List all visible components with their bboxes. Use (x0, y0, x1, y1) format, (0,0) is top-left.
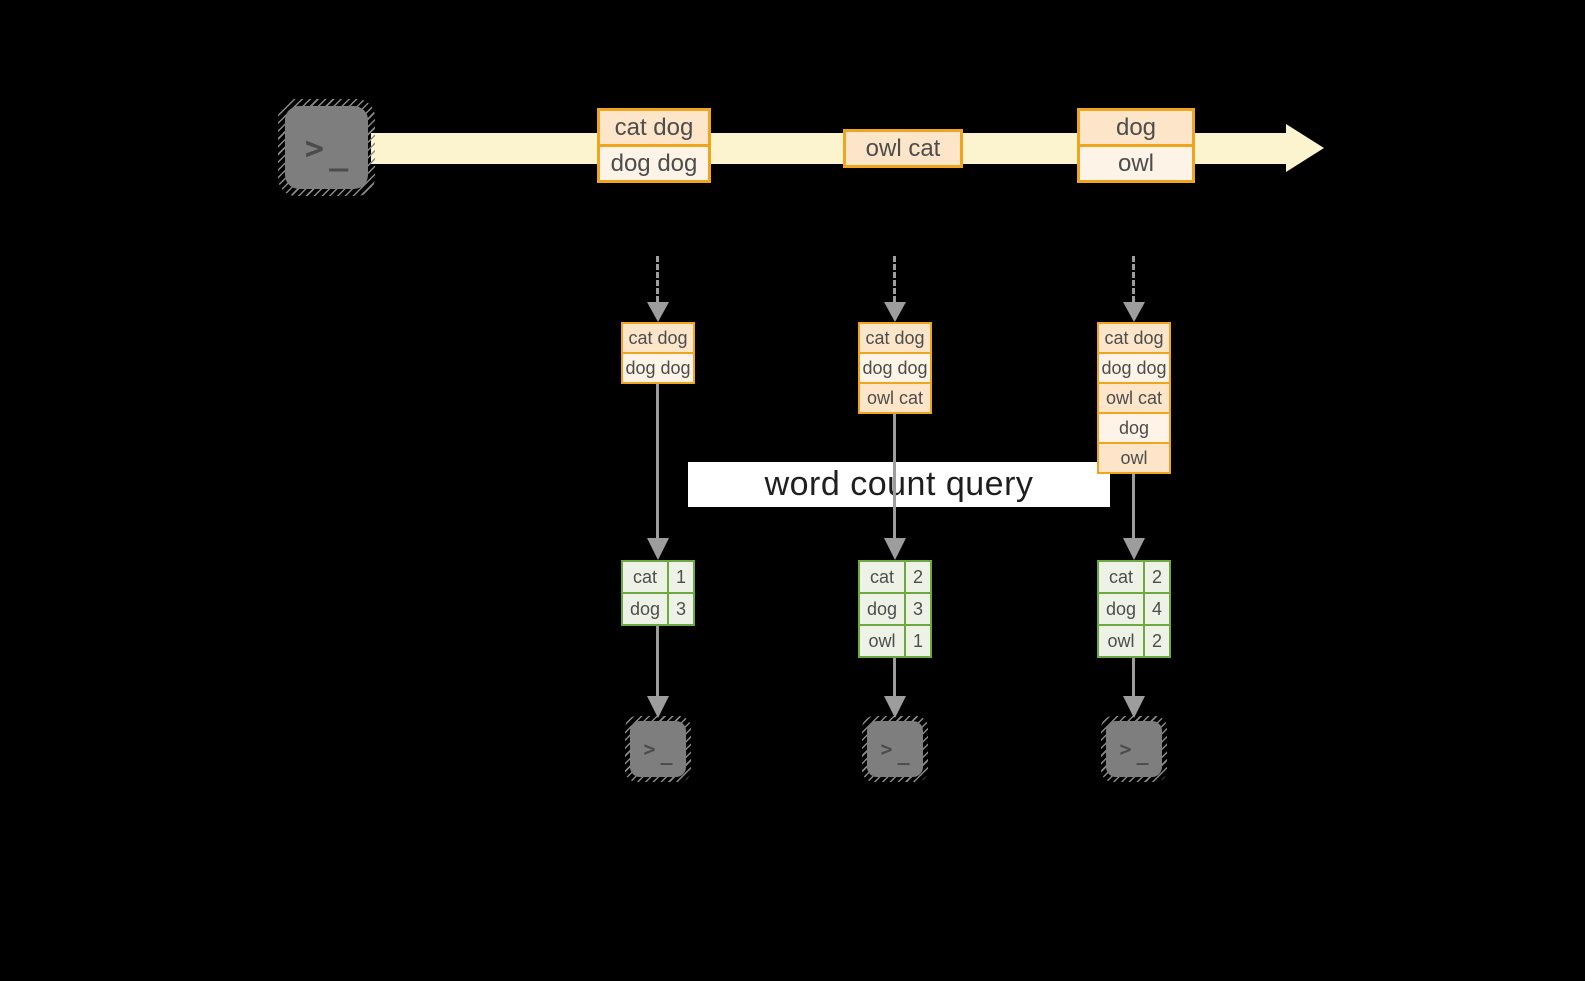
count-value-cell: 2 (1145, 626, 1169, 656)
count-value-cell: 4 (1145, 594, 1169, 624)
count-word-cell: owl (1099, 626, 1143, 656)
prompt-cursor: _ (329, 133, 349, 172)
count-value-cell: 2 (1145, 562, 1169, 592)
state-event: dog dog (858, 352, 932, 384)
count-table-3: cat 2 dog 4 owl 2 (1097, 560, 1171, 658)
state-stack-2: cat dog dog dog owl cat (858, 322, 932, 414)
dashed-arrowhead-icon (1123, 302, 1145, 322)
source-terminal-icon: > _ (278, 99, 375, 196)
count-value-cell: 1 (906, 626, 930, 656)
state-event: owl (1097, 442, 1171, 474)
count-word-cell: dog (860, 594, 904, 624)
count-word-cell: cat (860, 562, 904, 592)
query-banner: word count query (688, 462, 1110, 507)
state-stack-1: cat dog dog dog (621, 322, 695, 384)
arrowhead-icon (884, 538, 906, 560)
stream-event: dog (1077, 108, 1195, 147)
arrow-line (656, 626, 659, 696)
count-word-cell: cat (623, 562, 667, 592)
state-event: cat dog (621, 322, 695, 354)
stream-event: dog dog (597, 144, 711, 183)
sink-terminal-icon: > _ (862, 716, 928, 782)
prompt-chevron: > (1119, 737, 1132, 761)
stream-event: owl cat (843, 129, 963, 168)
arrow-line (893, 414, 896, 538)
prompt-cursor: _ (897, 740, 910, 765)
state-event: owl cat (858, 382, 932, 414)
terminal-prompt-icon: > _ (867, 721, 923, 777)
sink-terminal-icon: > _ (1101, 716, 1167, 782)
arrow-line (1132, 658, 1135, 696)
prompt-cursor: _ (660, 740, 673, 765)
arrowhead-icon (1123, 538, 1145, 560)
count-value-cell: 2 (906, 562, 930, 592)
count-table-2: cat 2 dog 3 owl 1 (858, 560, 932, 658)
count-word-cell: cat (1099, 562, 1143, 592)
sink-terminal-icon: > _ (625, 716, 691, 782)
terminal-prompt-icon: > _ (285, 106, 368, 189)
stream-event-group-3: dog owl (1077, 108, 1195, 183)
stream-event: owl (1077, 144, 1195, 183)
arrow-line (893, 658, 896, 696)
dashed-arrow-line (1132, 256, 1135, 302)
dashed-arrowhead-icon (884, 302, 906, 322)
state-event: dog dog (621, 352, 695, 384)
prompt-chevron: > (304, 128, 324, 167)
prompt-cursor: _ (1136, 740, 1149, 765)
stream-arrowhead-icon (1286, 124, 1324, 172)
stream-event: cat dog (597, 108, 711, 147)
dashed-arrow-line (893, 256, 896, 302)
stream-event-group-2: owl cat (843, 129, 963, 168)
arrowhead-icon (884, 696, 906, 718)
count-word-cell: dog (623, 594, 667, 624)
prompt-chevron: > (880, 737, 893, 761)
state-event: owl cat (1097, 382, 1171, 414)
count-word-cell: dog (1099, 594, 1143, 624)
arrow-line (656, 384, 659, 538)
arrow-line (1132, 474, 1135, 538)
state-stack-3: cat dog dog dog owl cat dog owl (1097, 322, 1171, 474)
arrowhead-icon (1123, 696, 1145, 718)
count-value-cell: 3 (669, 594, 693, 624)
state-event: cat dog (858, 322, 932, 354)
count-table-1: cat 1 dog 3 (621, 560, 695, 626)
count-word-cell: owl (860, 626, 904, 656)
query-banner-label: word count query (764, 465, 1034, 503)
prompt-chevron: > (643, 737, 656, 761)
state-event: dog (1097, 412, 1171, 444)
terminal-prompt-icon: > _ (630, 721, 686, 777)
stream-event-group-1: cat dog dog dog (597, 108, 711, 183)
count-value-cell: 3 (906, 594, 930, 624)
arrowhead-icon (647, 696, 669, 718)
dashed-arrow-line (656, 256, 659, 302)
count-value-cell: 1 (669, 562, 693, 592)
state-event: dog dog (1097, 352, 1171, 384)
state-event: cat dog (1097, 322, 1171, 354)
dashed-arrowhead-icon (647, 302, 669, 322)
arrowhead-icon (647, 538, 669, 560)
terminal-prompt-icon: > _ (1106, 721, 1162, 777)
